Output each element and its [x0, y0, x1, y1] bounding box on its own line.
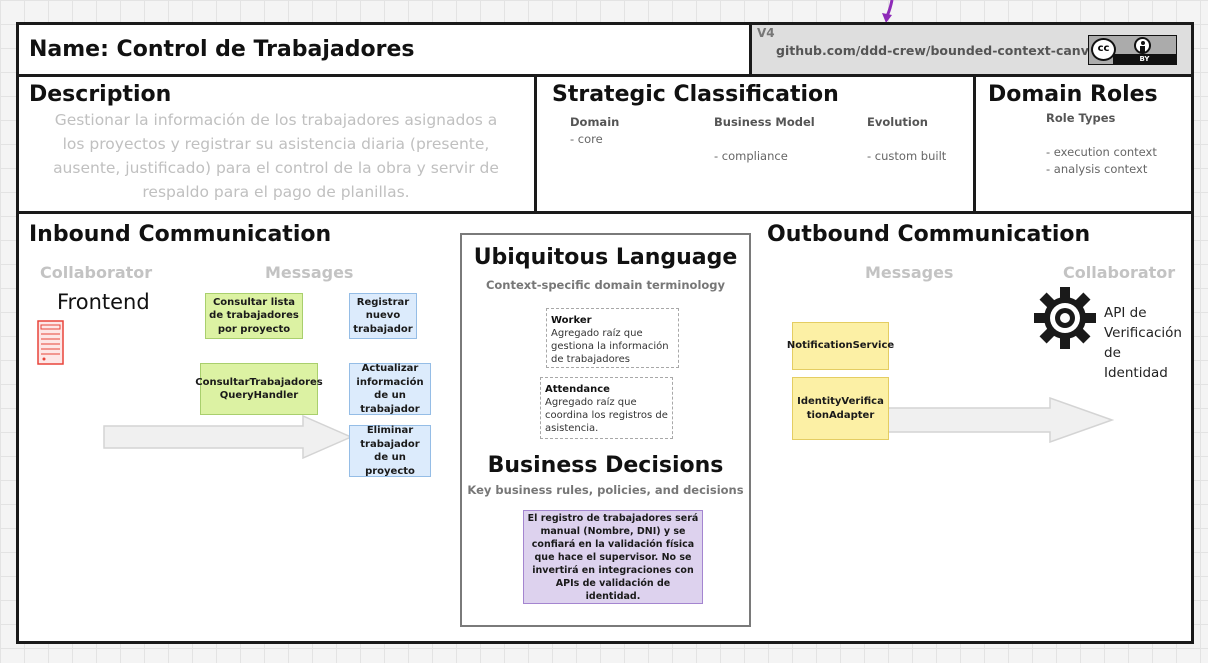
role-item: - analysis context [1046, 162, 1148, 176]
inbound-messages-label: Messages [265, 263, 354, 282]
business-decisions-subtitle: Key business rules, policies, and decisi… [467, 483, 744, 497]
repo-link[interactable]: github.com/ddd-crew/bounded-context-canv… [776, 43, 1105, 58]
inbound-message-sticky[interactable]: Actualizar información de un trabajador [349, 363, 431, 415]
outbound-message-sticky[interactable]: NotificationService [787, 322, 894, 370]
domain-value: - core [570, 132, 603, 146]
ubiquitous-title: Ubiquitous Language [473, 245, 738, 270]
by-label: BY [1113, 54, 1176, 64]
role-types-label: Role Types [1046, 111, 1116, 125]
divider-middle [16, 211, 1194, 214]
term-description: Agregado raíz que gestiona la informació… [551, 328, 669, 365]
divider-header-meta [749, 22, 752, 77]
outbound-collaborator-name: API de Verificación de Identidad [1104, 305, 1182, 381]
evolution-value: - custom built [867, 149, 947, 163]
evolution-label: Evolution [867, 115, 928, 129]
term-description: Agregado raíz que coordina los registros… [545, 397, 668, 434]
business-decision-sticky[interactable]: El registro de trabajadores será manual … [523, 510, 703, 604]
term-name: Worker [551, 315, 592, 326]
business-model-label: Business Model [714, 115, 815, 129]
term-card[interactable]: Worker Agregado raíz que gestiona la inf… [546, 308, 679, 368]
inbound-collaborator-label: Collaborator [40, 263, 153, 282]
cc-license-badge: cc BY [1088, 35, 1177, 65]
ubiquitous-subtitle: Context-specific domain terminology [485, 278, 726, 292]
outbound-message-sticky[interactable]: IdentityVerificationAdapter [792, 377, 889, 440]
inbound-collaborator-name: Frontend [57, 290, 150, 314]
term-card[interactable]: Attendance Agregado raíz que coordina lo… [540, 377, 673, 439]
inbound-message-sticky[interactable]: Registrar nuevo trabajador [349, 293, 417, 339]
term-name: Attendance [545, 384, 610, 395]
strategic-title: Strategic Classification [552, 82, 839, 107]
context-name: Name: Control de Trabajadores [29, 37, 415, 62]
connector-line [882, 0, 894, 23]
cc-icon: cc [1091, 38, 1116, 61]
outbound-messages-label: Messages [865, 263, 954, 282]
inbound-title: Inbound Communication [29, 222, 332, 247]
gear-icon [1033, 286, 1097, 350]
inbound-message-sticky[interactable]: Eliminar trabajador de un proyecto [349, 425, 431, 477]
description-title: Description [29, 82, 172, 107]
outbound-collaborator-label: Collaborator [1063, 263, 1176, 282]
inbound-arrow [103, 415, 353, 459]
divider-header [16, 74, 1194, 77]
inbound-message-sticky[interactable]: ConsultarTrabajadores QueryHandler [195, 363, 323, 415]
description-text: Gestionar la información de los trabajad… [53, 111, 499, 201]
attribution-person-icon [1134, 37, 1151, 54]
divider-strategic-roles [973, 74, 976, 214]
outbound-arrow [876, 397, 1114, 443]
divider-desc-strategic [534, 74, 537, 214]
inbound-message-sticky[interactable]: Consultar lista de trabajadores por proy… [205, 293, 303, 339]
business-decisions-title: Business Decisions [487, 453, 724, 478]
outbound-title: Outbound Communication [767, 222, 1091, 247]
role-item: - execution context [1046, 145, 1157, 159]
version-label: V4 [757, 26, 775, 40]
server-icon [37, 320, 64, 365]
business-model-value: - compliance [714, 149, 788, 163]
domain-roles-title: Domain Roles [988, 82, 1158, 107]
domain-label: Domain [570, 115, 620, 129]
